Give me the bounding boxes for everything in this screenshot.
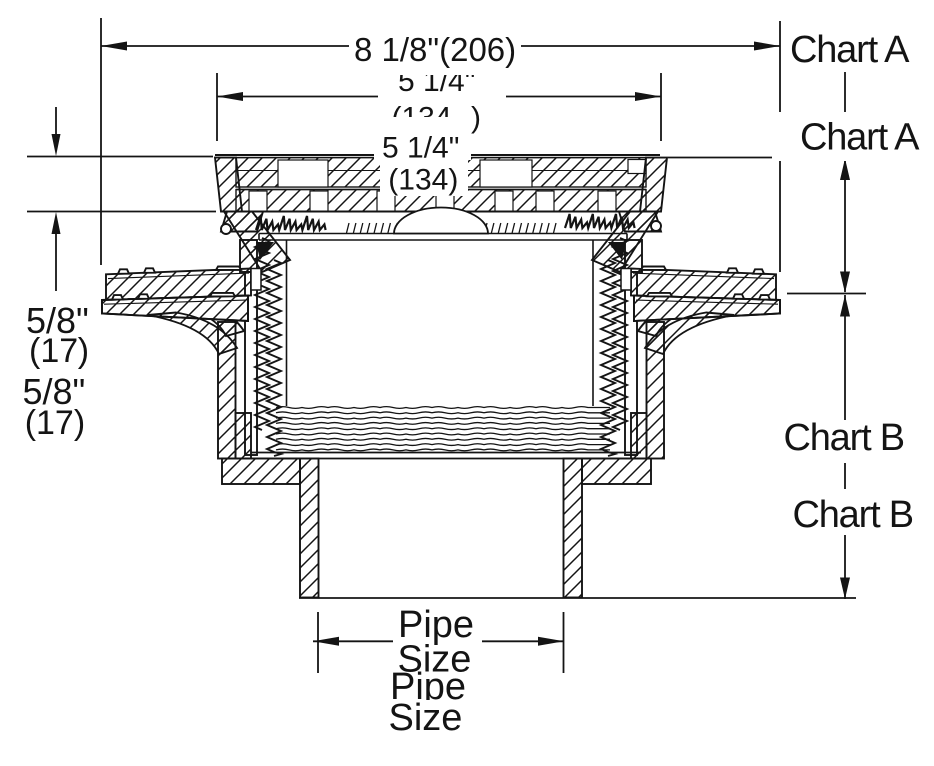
label-box-chart-a-lower — [778, 112, 922, 161]
label-pipe-size-lower-line2: Size — [389, 697, 463, 739]
label-box-chart-a-upper — [783, 26, 920, 72]
grate-dome — [393, 206, 489, 235]
wall-left-step — [234, 412, 252, 460]
flange-left-lower-plate-line — [103, 299, 247, 305]
flange-left-lower-nub1 — [110, 294, 125, 301]
dim-grate-width-part5 — [635, 92, 661, 101]
label-grate-width-line2: (134) — [388, 164, 458, 197]
grate-emboss-left — [254, 215, 327, 235]
flange-right-lower-nub2 — [731, 293, 746, 300]
dim-pipe-size — [313, 612, 565, 673]
label-chart-b-lower: Chart B — [793, 494, 913, 536]
dim-grate-width-part4 — [217, 92, 243, 101]
dim-grate-width — [216, 73, 662, 141]
flange-left-lower-h — [101, 294, 249, 323]
dim-chart-a-part2 — [840, 158, 850, 180]
pipe-threads-part1 — [275, 406, 610, 452]
flange-right-upper-nub2 — [725, 267, 740, 274]
flange-right-lower-nub1 — [757, 294, 772, 301]
ext-line-right-part3 — [754, 41, 780, 51]
label-grate-thickness-upper-line2a: (17 — [29, 332, 78, 370]
flange-left-lower-nub2 — [136, 293, 151, 300]
dim-chart-a — [668, 46, 850, 293]
grate-slots-part7 — [597, 190, 617, 213]
flange-left-upper-nub1 — [116, 268, 131, 275]
label-grate-width-upper-line2b: ) — [471, 102, 481, 135]
label-overall-width: 8 1/8"(206) — [354, 31, 516, 68]
labels: 5 1/4" (134 ) 8 1/8"(206) 5 1/4" (134) C… — [23, 26, 922, 739]
dim-chart-b-part2 — [840, 295, 850, 317]
label-box-chart-b-lower — [785, 489, 917, 535]
label-box-grate-width-2 — [380, 160, 468, 196]
label-pipe-size-upper-line2: Size — [398, 639, 472, 681]
grate-lug-right — [650, 220, 662, 232]
label-box-pipe-size-upper-1 — [393, 602, 481, 645]
gasket-wedge-right — [608, 242, 626, 260]
skirt-right-lower-h — [643, 311, 735, 356]
dim-chart-b-part3 — [840, 577, 850, 599]
pipe-threads — [275, 406, 610, 452]
grate-part4 — [479, 159, 533, 188]
flange-left-upper-plate-line — [107, 272, 250, 280]
ext-line-right-part2 — [101, 41, 127, 51]
pipe-wall-left — [299, 457, 320, 599]
flange-right-lower-h — [633, 294, 781, 323]
label-box-chart-b-upper — [777, 420, 916, 463]
bowl-rim — [258, 232, 628, 406]
label-box-pipe-size-upper-2 — [392, 645, 478, 678]
bowl-bottom — [221, 451, 652, 485]
dim-grate-thickness — [27, 107, 216, 291]
flange-left-upper-nub2 — [142, 267, 157, 274]
grate-emboss-right — [563, 213, 636, 233]
label-grate-thickness-lower-line2: (17) — [25, 404, 85, 442]
dim-grate-thickness-part4 — [51, 134, 61, 156]
flange-left-step — [250, 267, 262, 291]
skirt-left-lower-h — [147, 311, 239, 356]
grate-slots-part5 — [494, 190, 514, 213]
pipe-wall-right — [562, 457, 583, 599]
label-box-pipe-size-lower-2 — [383, 700, 463, 737]
label-grate-thickness-lower-line1: 5/8" — [23, 371, 86, 412]
dim-pipe-size-part4 — [313, 636, 339, 646]
label-pipe-size-upper-line1: Pipe — [398, 604, 474, 646]
bowl-rim-part1 — [258, 232, 628, 241]
grate-slots-part1 — [248, 190, 268, 213]
label-grate-width-line1: 5 1/4" — [382, 132, 459, 165]
flange-right-upper-nub1 — [751, 268, 766, 275]
label-chart-b-upper: Chart B — [784, 417, 904, 459]
bowl-bottom-part2 — [221, 457, 301, 485]
grate-slots-part6 — [535, 190, 555, 213]
dimensions — [27, 18, 866, 673]
grate-part3 — [277, 159, 329, 188]
flange-right-lower-plate-line — [635, 299, 779, 305]
label-chart-a-lower: Chart A — [800, 117, 920, 159]
label-box-grate-width-1 — [374, 117, 471, 160]
flange-right-upper-plateau — [639, 265, 668, 271]
grate-slots — [248, 190, 617, 213]
label-box-overall-width — [349, 27, 521, 75]
flange-right-step — [620, 267, 632, 291]
grate-part5 — [627, 158, 647, 175]
grate-slots-part2 — [309, 190, 329, 213]
label-grate-thickness-upper-line1: 5/8" — [26, 300, 89, 341]
flange-left-lower-plateau — [208, 291, 237, 298]
flange-left-upper-plateau — [214, 265, 243, 271]
flange-right-upper-plate-line — [632, 272, 775, 280]
drain-body — [101, 154, 856, 599]
dim-grate-thickness-part5 — [51, 212, 61, 234]
label-grate-thickness-upper-line2b: ) — [78, 332, 89, 370]
gasket-wedge-left — [256, 242, 274, 260]
grate-lug-left — [220, 223, 232, 235]
thread-zigzag-left-inner — [264, 259, 285, 457]
label-chart-a-upper: Chart A — [790, 29, 910, 71]
bowl-bottom-part3 — [581, 457, 652, 485]
bowl-rim-part2 — [285, 240, 594, 406]
thread-zigzag-right-inner — [598, 259, 619, 457]
dim-chart-a-part3 — [840, 271, 850, 293]
flange-right-lower-plateau — [645, 291, 674, 298]
dim-pipe-size-part5 — [538, 636, 564, 646]
